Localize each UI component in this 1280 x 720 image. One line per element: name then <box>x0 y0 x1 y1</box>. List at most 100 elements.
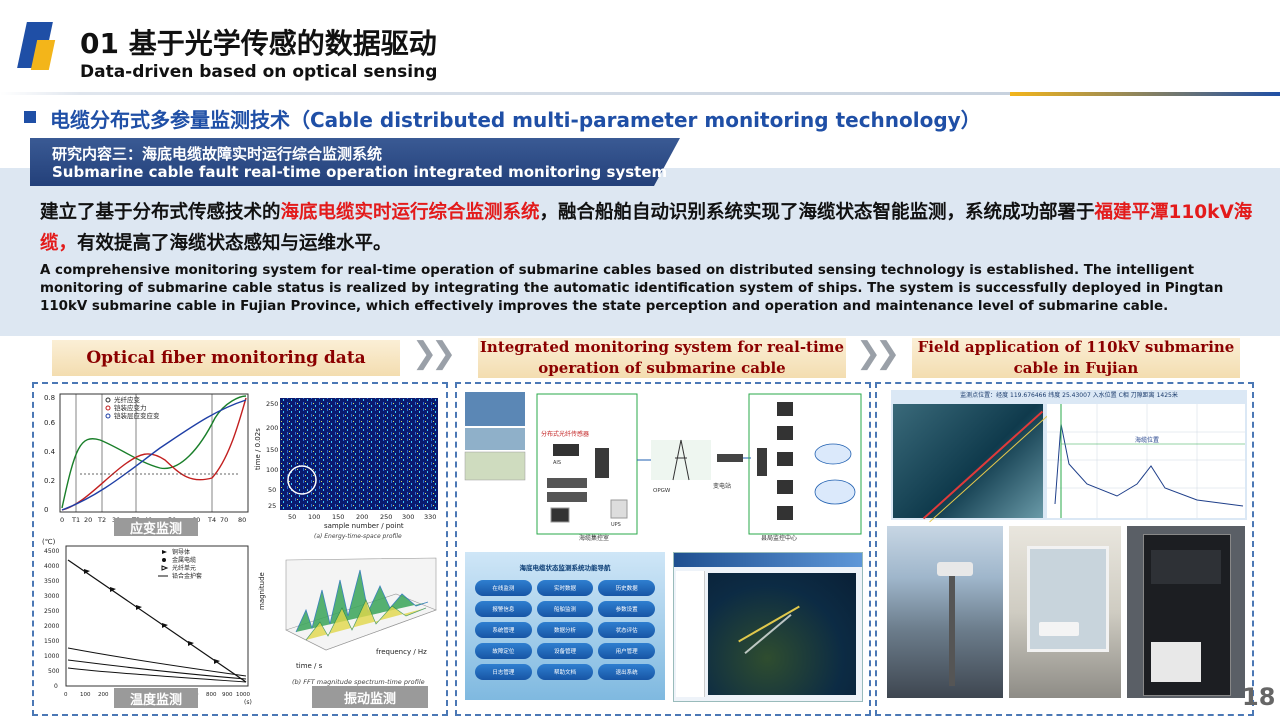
fft-spectrum-plot: magnitude time / s frequency / Hz <box>258 557 437 670</box>
ets-ytick: 50 <box>268 486 276 494</box>
temp-ytick: 2000 <box>44 623 59 630</box>
temp-xunit: (s) <box>244 699 252 706</box>
panel-integrated-system: 分布式光纤传感器 AIS UPS 海缆集控室 OPGW 变电站 县局监控中心 海… <box>455 382 871 716</box>
ets-xtick: 300 <box>402 513 414 521</box>
strain-legend: 铠装应变力 <box>114 403 147 412</box>
temp-series-metal <box>67 647 247 677</box>
nav-title: 海底电缆状态监测系统功能导航 <box>519 564 611 572</box>
strain-ytick: 0 <box>44 506 48 514</box>
photo-camera-tower <box>887 526 1003 698</box>
temp-series-fiber <box>67 659 247 680</box>
main-station-box <box>536 393 638 535</box>
temp-ytick: 3000 <box>44 593 59 600</box>
sea-photo <box>465 392 525 426</box>
temp-series-sheath <box>67 667 247 683</box>
ets-ytick: 25 <box>268 502 276 510</box>
field-signal-plot: 海缆位置 <box>1047 404 1245 518</box>
chevron-right-icon: ❯❯ <box>856 336 900 371</box>
header-divider <box>0 92 1010 95</box>
temperature-chart: (℃) 0 500 1000 1500 2000 2500 3000 3500 … <box>42 538 252 706</box>
temp-xtick: 200 <box>98 692 109 698</box>
temp-xtick: 0 <box>64 692 68 698</box>
monitor-status-bar: 监测点位置：经度 119.676466 纬度 25.43007 入水位置 C相 … <box>960 392 1178 399</box>
nav-item[interactable]: 在线监测 <box>475 580 532 596</box>
field-plot-label: 海缆位置 <box>1135 436 1159 444</box>
ship-photo <box>465 428 525 450</box>
ets-ytick: 250 <box>266 400 278 408</box>
nav-item[interactable]: 参数设置 <box>598 601 655 617</box>
strain-xtick: T2 <box>97 516 106 524</box>
content-band <box>0 168 1280 336</box>
stage-label-monitoring-data: Optical fiber monitoring data <box>52 340 400 376</box>
strain-xtick: 20 <box>84 516 92 524</box>
temp-xtick: 100 <box>80 692 91 698</box>
strain-series-blue <box>61 399 247 511</box>
temp-ytick: 4500 <box>44 548 59 555</box>
fft-ylabel: frequency / Hz <box>376 648 427 656</box>
nav-item[interactable]: 实时数据 <box>536 580 594 596</box>
temp-ytick: 1000 <box>44 653 59 660</box>
ets-ytick: 200 <box>266 424 278 432</box>
temp-ytick: 500 <box>48 668 60 675</box>
ets-ylabel: time / 0.02s <box>254 428 262 470</box>
strain-xtick: 80 <box>238 516 246 524</box>
section-title: 电缆分布式多参量监测技术（Cable distributed multi-par… <box>50 108 981 132</box>
stage-label-integrated-system: Integrated monitoring system for real-ti… <box>478 338 846 378</box>
photo-window-device <box>1009 526 1121 698</box>
ets-heatmap <box>280 398 438 510</box>
page-number: 18 <box>1242 683 1276 711</box>
strain-legend: 光纤应变 <box>114 395 141 404</box>
nav-item[interactable]: 船舶监测 <box>536 601 594 617</box>
chevron-right-icon: ❯❯ <box>412 336 456 371</box>
nav-item[interactable]: 报警信息 <box>475 601 532 617</box>
nav-item[interactable]: 数据分析 <box>536 622 594 638</box>
ets-ytick: 100 <box>266 466 278 474</box>
nav-item[interactable]: 系统管理 <box>475 622 532 638</box>
strain-ytick: 0.4 <box>44 448 56 456</box>
temp-unit: (℃) <box>42 538 56 546</box>
temp-xtick: 800 <box>206 692 217 698</box>
nav-screenshot: 海底电缆状态监测系统功能导航 在线监测实时数据历史数据报警信息船舶监测参数设置系… <box>465 552 665 700</box>
nav-item[interactable]: 退出系统 <box>598 664 655 680</box>
strain-series-red <box>61 397 247 511</box>
control-center-label: 县局监控中心 <box>761 534 797 542</box>
subheading-cn: 研究内容三：海底电缆故障实时运行综合监测系统 <box>52 145 383 163</box>
ets-xtick: 50 <box>288 513 296 521</box>
temp-xtick: 1000 <box>236 692 250 698</box>
tag-temperature-monitoring: 温度监测 <box>114 688 198 708</box>
fft-zlabel: magnitude <box>258 572 266 610</box>
subheading-en: Submarine cable fault real-time operatio… <box>52 163 668 181</box>
fft-caption: (b) FFT magnitude spectrum-time profile <box>292 678 425 686</box>
stage-label-field-application: Field application of 110kV submarine cab… <box>912 338 1240 378</box>
tag-strain-monitoring: 应变监测 <box>114 518 198 537</box>
ets-highlight-circle <box>287 465 317 495</box>
ets-ytick: 150 <box>266 446 278 454</box>
strain-xtick: 70 <box>220 516 228 524</box>
energy-time-space-plot: time / 0.02s 25 50 100 150 200 250 50 10… <box>254 398 438 540</box>
strain-ytick: 0.8 <box>44 394 55 402</box>
nav-item[interactable]: 帮助文档 <box>536 664 594 680</box>
nav-item[interactable]: 用户管理 <box>598 643 655 659</box>
highlight-system-name: 海底电缆实时运行综合监测系统 <box>280 202 540 223</box>
temp-ytick: 1500 <box>44 638 59 645</box>
ups-label: UPS <box>611 522 621 528</box>
nav-grid: 在线监测实时数据历史数据报警信息船舶监测参数设置系统管理数据分析状态评估故障定位… <box>465 576 665 684</box>
temp-xtick: 900 <box>222 692 233 698</box>
sub-station-label: 变电站 <box>713 482 731 490</box>
nav-item[interactable]: 故障定位 <box>475 643 532 659</box>
temp-ytick: 3500 <box>44 578 59 585</box>
tag-vibration-monitoring: 振动监测 <box>312 686 428 708</box>
fft-surface <box>295 569 429 633</box>
nav-item[interactable]: 设备管理 <box>536 643 594 659</box>
main-station-label: 海缆集控室 <box>579 534 609 542</box>
nav-item[interactable]: 状态评估 <box>598 622 655 638</box>
nav-item[interactable]: 历史数据 <box>598 580 655 596</box>
control-center-box <box>748 393 862 535</box>
sensor-label: 分布式光纤传感器 <box>541 430 589 438</box>
nav-item[interactable]: 日志管理 <box>475 664 532 680</box>
layer-sidebar <box>676 571 705 697</box>
ets-xtick: 100 <box>308 513 320 521</box>
page-title: 01 基于光学传感的数据驱动 <box>80 27 437 60</box>
page-subtitle: Data-driven based on optical sensing <box>80 62 438 82</box>
temp-legend: 铅合金护套 <box>172 572 202 580</box>
